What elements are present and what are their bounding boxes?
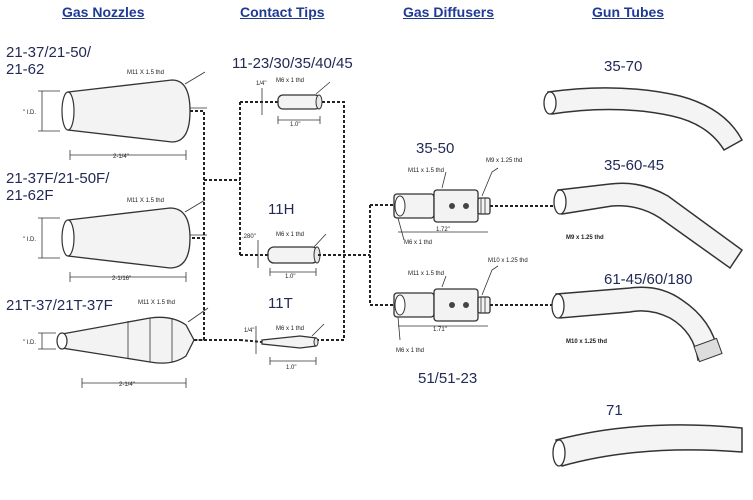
tip-3-thread-label: M6 x 1 thd (276, 326, 304, 332)
tip-3-part-number: 11T (268, 295, 293, 312)
diffuser-1-thread-tip: M6 x 1 thd (404, 240, 432, 246)
tip-1-length-label: 1.0" (290, 122, 300, 128)
nozzle-1-thread-label: M11 X 1.5 thd (127, 70, 164, 76)
diffuser-2: M11 x 1.5 thd M10 x 1.25 thd M6 x 1 thd … (393, 258, 528, 354)
header-gas-nozzles: Gas Nozzles (62, 4, 145, 20)
diffuser-2-thread-out: M11 x 1.5 thd (408, 271, 444, 277)
nozzle-2-length-label: 2-1/16" (112, 276, 131, 282)
tip-2-thread-label: M6 x 1 thd (276, 232, 304, 238)
nozzle-3-id-label: " I.D. (23, 340, 36, 346)
gun-tube-4-part-number: 71 (606, 402, 623, 419)
gun-tube-3-thread: M10 x 1.25 thd (566, 339, 607, 345)
header-contact-tips: Contact Tips (240, 4, 325, 20)
gun-tube-1-part-number: 35-70 (604, 58, 643, 75)
tip-2-part-number: 11H (268, 201, 295, 218)
nozzle-2: M11 X 1.5 thd " I.D. 2-1/16" (23, 198, 207, 282)
tip-1: 1/4" M6 x 1 thd 1.0" (240, 78, 331, 128)
gun-tube-1 (543, 87, 744, 152)
nozzle-3-thread-label: M11 X 1.5 thd (138, 300, 175, 306)
gun-tube-3-part-number: 61-45/60/180 (604, 271, 693, 288)
diffuser-1: M11 x 1.5 thd M9 x 1.25 thd M6 x 1 thd 1… (393, 158, 522, 246)
tip-3-length-label: 1.0" (286, 365, 296, 371)
diffuser-2-thread-tip: M6 x 1 thd (396, 348, 424, 354)
nozzle-1-part-number: 21-37/21-50/21-62 (6, 44, 92, 78)
nozzle-1-length-label: 2-1/4" (113, 154, 129, 160)
nozzle-2-id-label: " I.D. (23, 237, 36, 243)
gun-tube-2-part-number: 35-60-45 (604, 157, 665, 174)
tip-2-dia-label: .280" (242, 234, 256, 240)
gun-tube-2: M9 x 1.25 thd (553, 182, 744, 270)
nozzle-2-thread-label: M11 X 1.5 thd (127, 198, 164, 204)
gun-tube-4 (552, 424, 743, 467)
tip-2-length-label: 1.0" (285, 274, 295, 280)
tip-1-thread-label: M6 x 1 thd (276, 78, 304, 84)
header-gas-diffusers: Gas Diffusers (403, 4, 495, 20)
diffuser-2-thread-in: M10 x 1.25 thd (488, 258, 528, 264)
gun-tube-2-thread: M9 x 1.25 thd (566, 235, 604, 241)
tip-3: 1/4" M6 x 1 thd 1.0" (239, 323, 325, 371)
diffuser-2-part-number: 51/51-23 (418, 370, 478, 387)
diffuser-1-part-number: 35-50 (416, 140, 455, 157)
nozzle-2-part-number: 21-37F/21-50F/21-62F (6, 170, 110, 204)
header-gun-tubes: Gun Tubes (592, 4, 665, 20)
diffuser-2-length: 1.71" (433, 327, 447, 333)
tip-connectors (318, 101, 394, 341)
nozzle-3-part-number: 21T-37/21T-37F (6, 297, 113, 314)
diffuser-1-thread-out: M11 x 1.5 thd (408, 168, 444, 174)
tip-1-part-number: 11-23/30/35/40/45 (232, 55, 353, 72)
nozzle-3-length-label: 2-1/4" (119, 382, 135, 388)
tip-2: .280" M6 x 1 thd 1.0" (240, 232, 327, 280)
gun-tube-3: M10 x 1.25 thd (551, 286, 723, 363)
diffuser-1-length: 1.72" (436, 227, 450, 233)
diffuser-1-thread-in: M9 x 1.25 thd (486, 158, 522, 164)
nozzle-3: M11 X 1.5 thd " I.D. 2-1/4" (23, 300, 209, 388)
nozzle-1: M11 X 1.5 thd " I.D. 2-1/4" (23, 70, 207, 160)
nozzle-connectors (190, 102, 241, 341)
nozzle-1-id-label: " I.D. (23, 110, 36, 116)
tip-1-dia-label: 1/4" (256, 81, 266, 87)
tip-3-dia-label: 1/4" (244, 328, 254, 334)
